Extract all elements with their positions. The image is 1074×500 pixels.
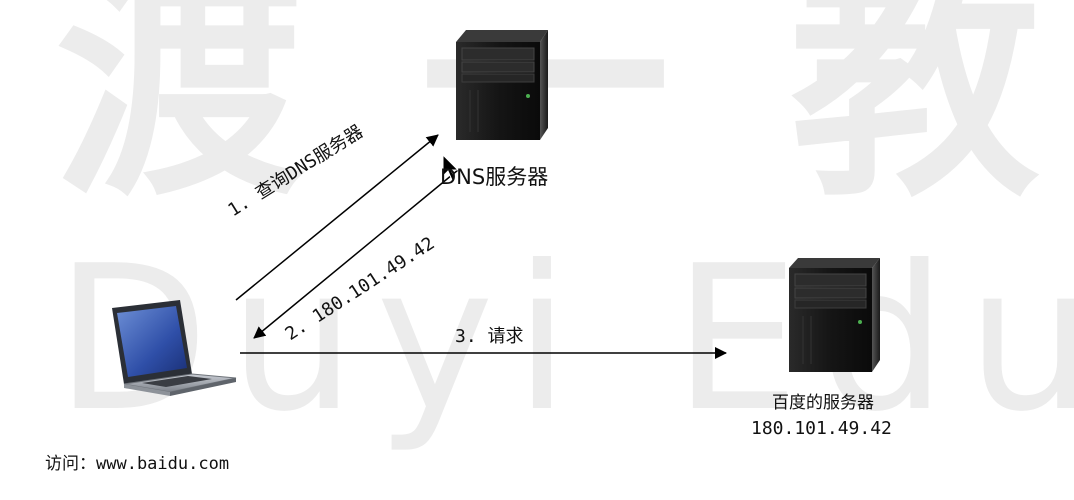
client-visit-label: 访问：www.baidu.com [45,454,230,474]
baidu-server-ip: 180.101.49.42 [751,418,892,439]
laptop-icon [112,300,237,396]
baidu-server-name: 百度的服务器 [772,393,874,413]
step3-request-label: 3. 请求 [455,326,524,347]
baidu-server-icon [789,258,880,372]
arrow-dns-response [253,169,459,339]
watermark-en: Duyi Educa [55,223,1074,456]
arrow-query-dns [235,134,439,301]
mouse-pointer-icon [442,153,460,181]
watermark-cn-3: 教 [790,0,1040,230]
dns-server-label: DNS服务器 [440,165,549,189]
watermark-cn-1: 渡 [55,0,305,230]
dns-server-icon [456,30,548,140]
